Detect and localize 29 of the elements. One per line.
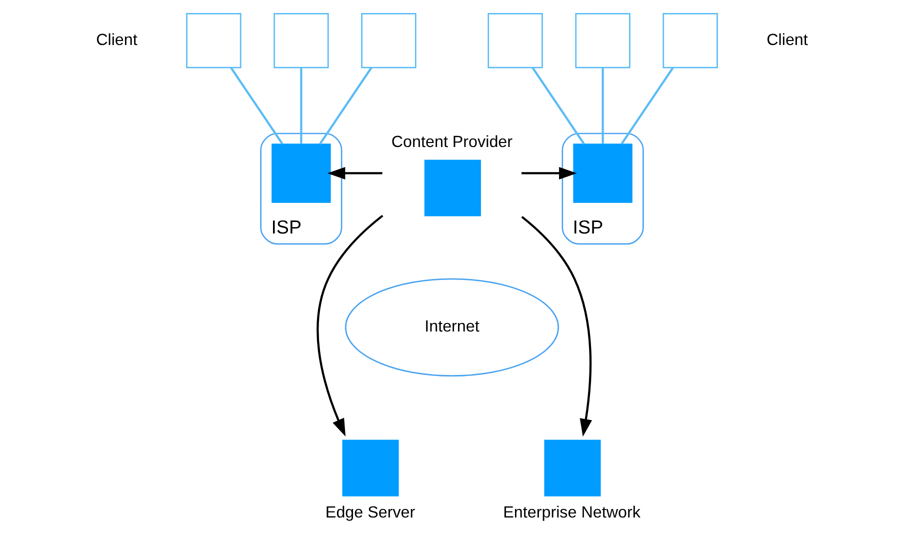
arrow — [521, 216, 592, 437]
node-label: Enterprise Network — [503, 503, 640, 522]
node-box — [544, 440, 601, 496]
connector — [300, 68, 302, 144]
arrow — [327, 166, 382, 180]
node-box — [342, 440, 399, 496]
arrow — [522, 166, 577, 180]
node-ellipse: Internet — [344, 278, 560, 377]
label: Client — [96, 30, 138, 49]
connector — [319, 67, 372, 145]
connector — [532, 67, 585, 145]
node-box — [186, 12, 242, 68]
connector — [602, 68, 604, 144]
node-box — [662, 12, 718, 68]
node-box — [361, 12, 416, 68]
node-box — [272, 144, 331, 203]
label: Client — [766, 30, 808, 49]
node-box — [424, 160, 481, 216]
cluster: ISP — [260, 132, 342, 245]
arrow — [316, 214, 384, 437]
connector — [620, 67, 674, 145]
node-label: Edge Server — [325, 503, 416, 522]
node-box — [573, 144, 632, 203]
connector — [230, 67, 284, 145]
node-label: Content Provider — [391, 133, 513, 152]
cluster: ISP — [562, 132, 644, 245]
node-box — [488, 12, 543, 68]
node-box — [274, 12, 329, 68]
node-box — [575, 12, 630, 68]
